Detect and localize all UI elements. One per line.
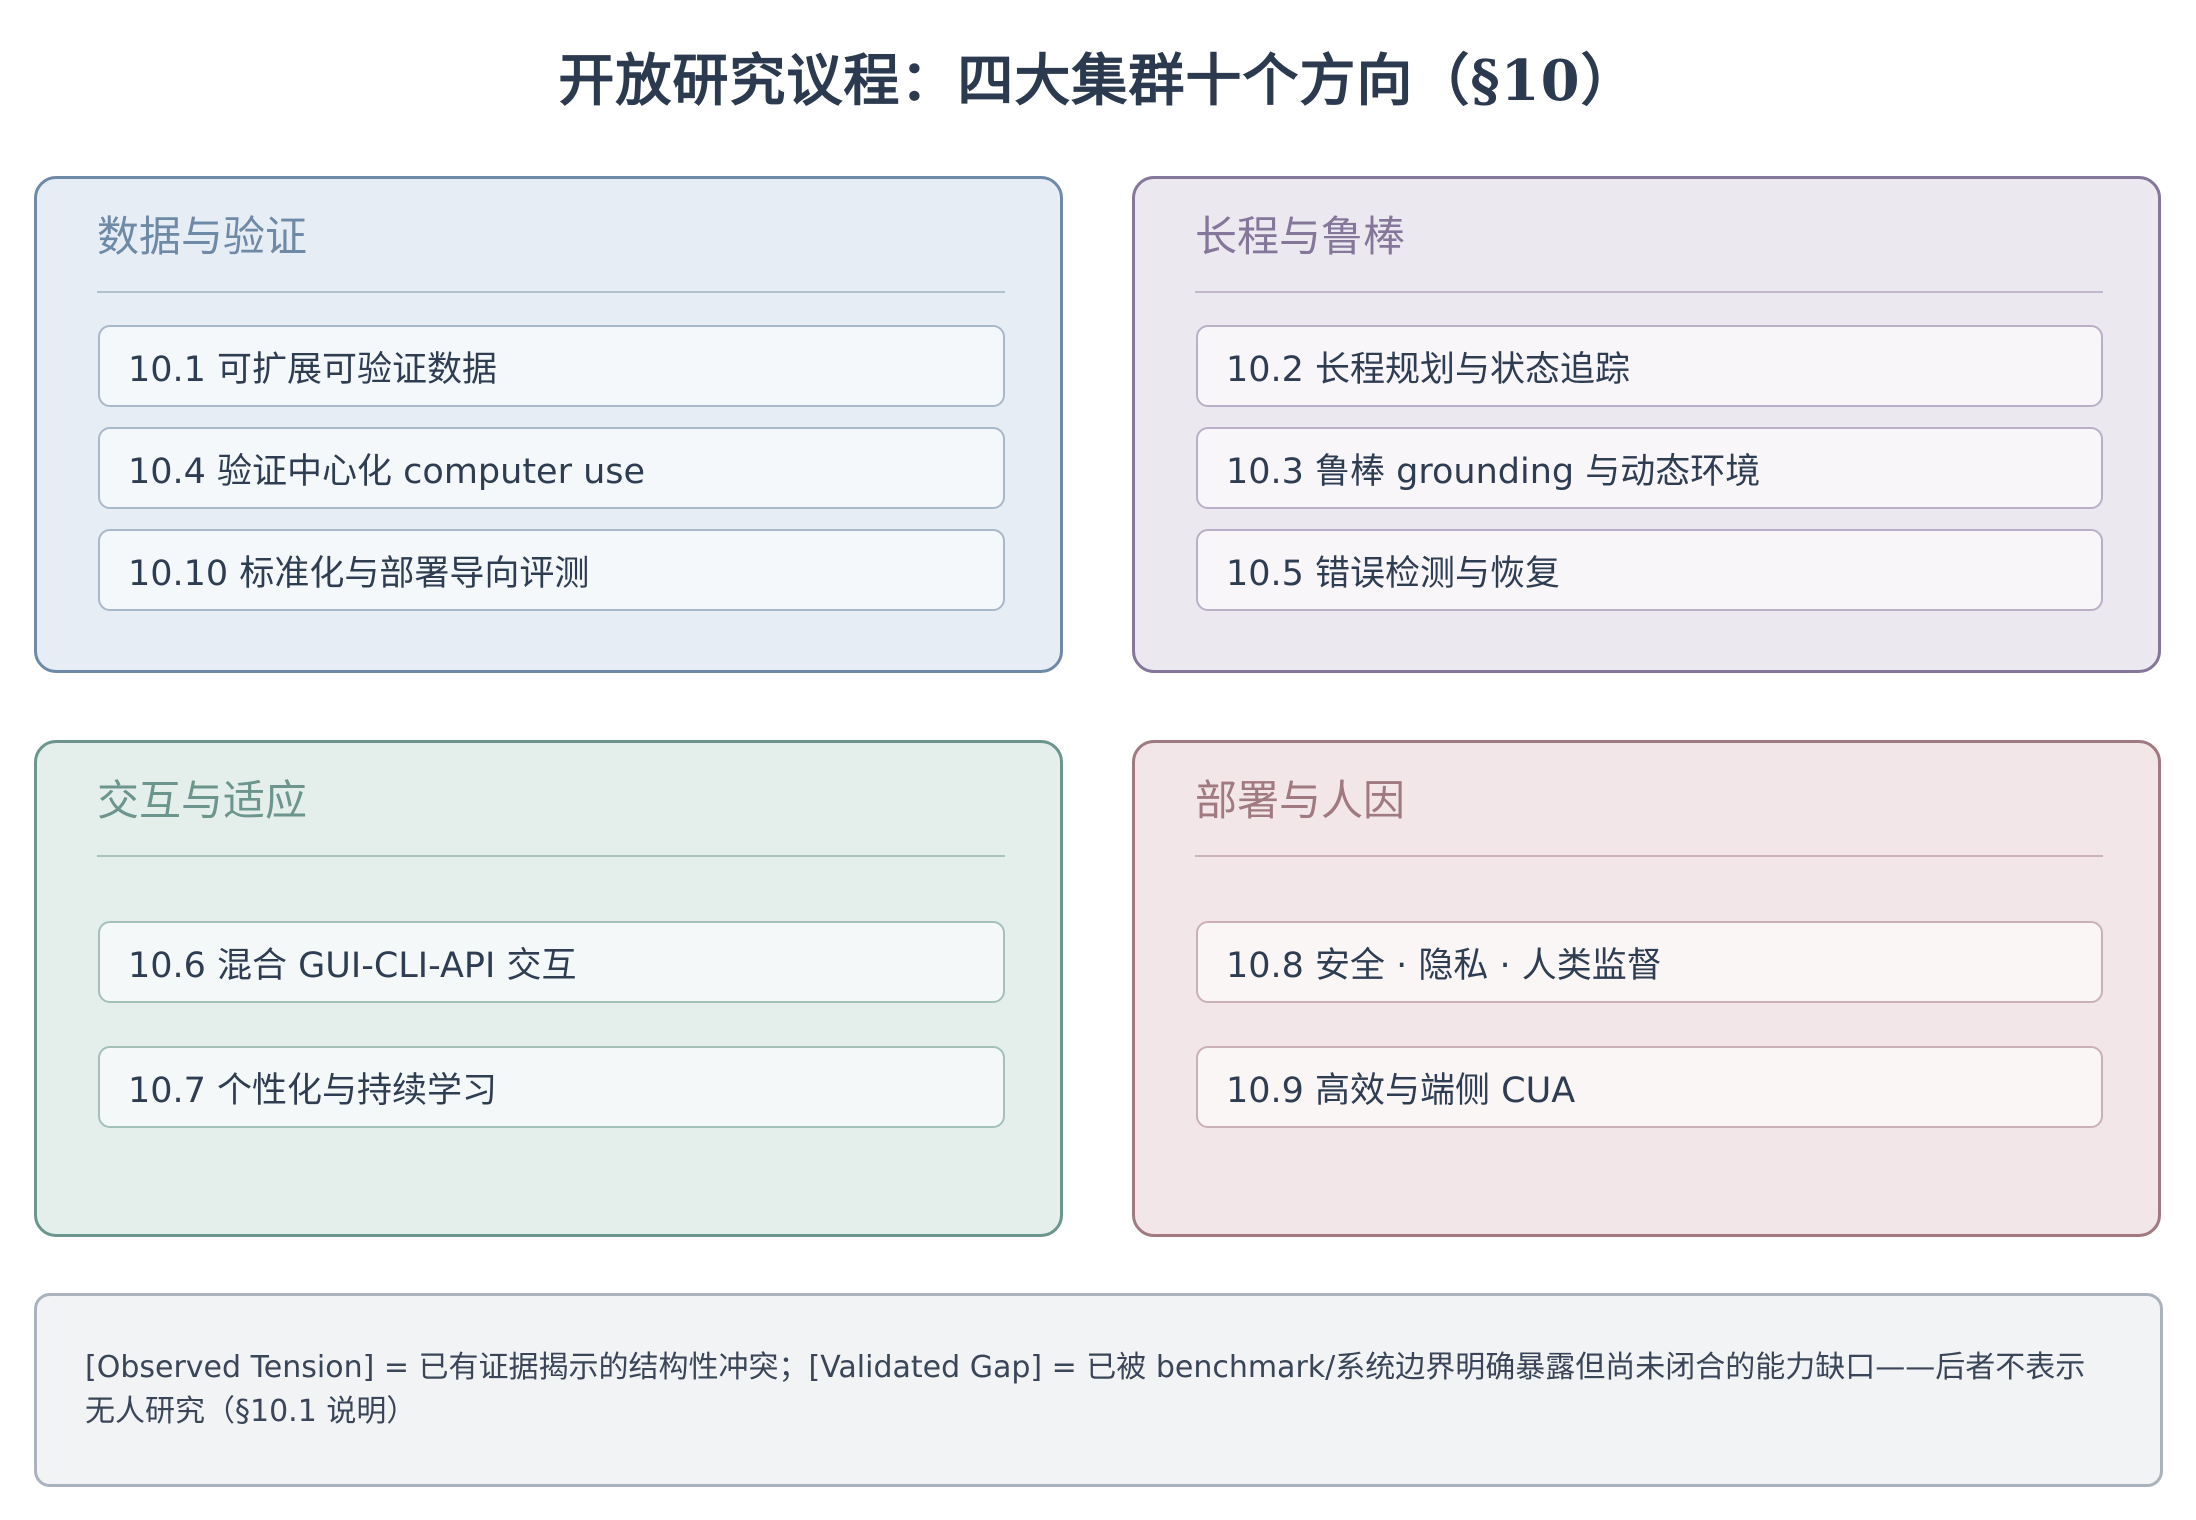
direction-item: 10.7 个性化与持续学习 [98,1046,1005,1128]
cluster-title: 长程与鲁棒 [1195,212,1406,261]
cluster-divider [1195,291,2103,293]
cluster-divider [97,291,1005,293]
direction-item: 10.9 高效与端侧 CUA [1196,1046,2103,1128]
cluster-interaction-adaptation: 交互与适应 10.6 混合 GUI-CLI-API 交互 10.7 个性化与持续… [34,740,1063,1237]
direction-item: 10.8 安全 · 隐私 · 人类监督 [1196,921,2103,1003]
direction-item: 10.10 标准化与部署导向评测 [98,529,1005,611]
diagram-title: 开放研究议程：四大集群十个方向（§10） [558,48,1638,114]
direction-item: 10.3 鲁棒 grounding 与动态环境 [1196,427,2103,509]
cluster-divider [97,855,1005,857]
cluster-deployment-human-factors: 部署与人因 10.8 安全 · 隐私 · 人类监督 10.9 高效与端侧 CUA [1132,740,2161,1237]
cluster-title: 交互与适应 [97,776,308,825]
direction-item: 10.4 验证中心化 computer use [98,427,1005,509]
direction-item: 10.1 可扩展可验证数据 [98,325,1005,407]
footnote-text: [Observed Tension] = 已有证据揭示的结构性冲突；[Valid… [85,1350,2086,1429]
cluster-divider [1195,855,2103,857]
direction-item: 10.2 长程规划与状态追踪 [1196,325,2103,407]
cluster-title: 数据与验证 [97,212,308,261]
footnote-box: [Observed Tension] = 已有证据揭示的结构性冲突；[Valid… [34,1293,2163,1487]
direction-item: 10.5 错误检测与恢复 [1196,529,2103,611]
cluster-long-horizon-robustness: 长程与鲁棒 10.2 长程规划与状态追踪 10.3 鲁棒 grounding 与… [1132,176,2161,673]
cluster-title: 部署与人因 [1195,776,1406,825]
cluster-data-verification: 数据与验证 10.1 可扩展可验证数据 10.4 验证中心化 computer … [34,176,1063,673]
direction-item: 10.6 混合 GUI-CLI-API 交互 [98,921,1005,1003]
